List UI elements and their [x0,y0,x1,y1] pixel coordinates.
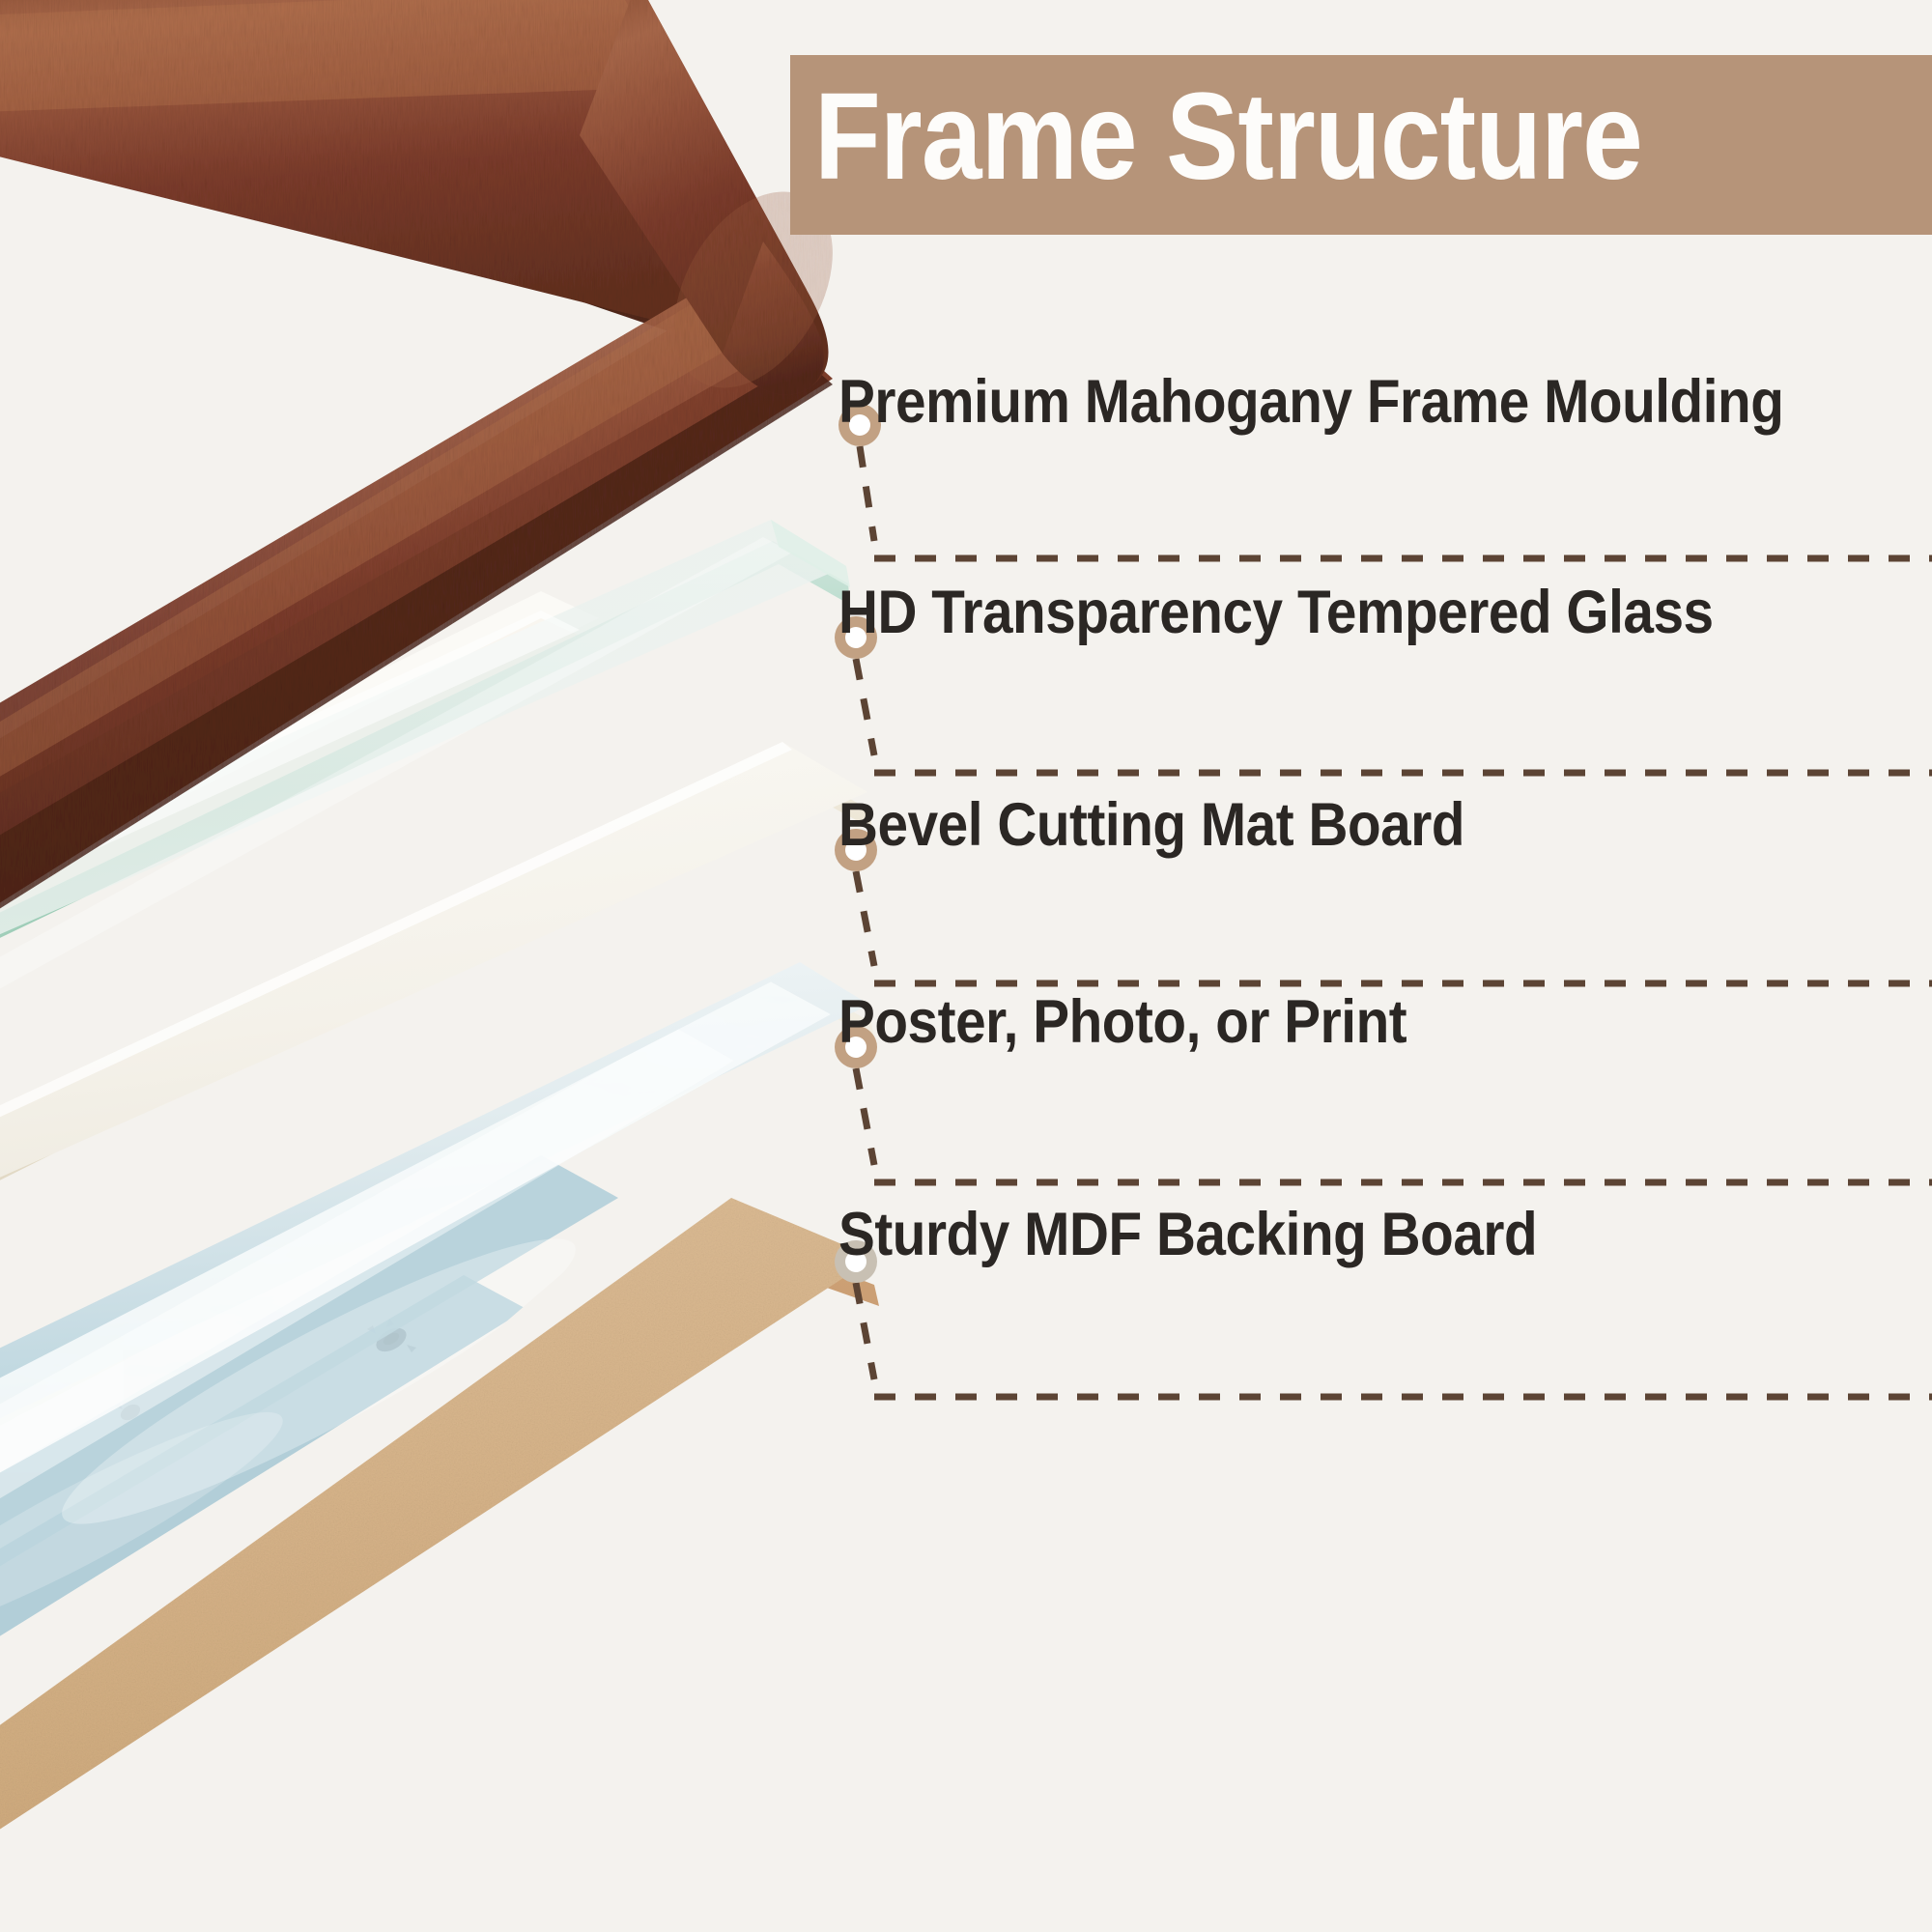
callout-label-mat-board: Bevel Cutting Mat Board [838,791,1465,859]
title-banner: Frame Structure [790,55,1932,235]
marker-dot-mdf-backing[interactable] [835,1240,877,1283]
callout-label-poster-print: Poster, Photo, or Print [838,988,1407,1056]
leader-line-2 [852,870,1932,987]
layer-frame-moulding [0,0,833,909]
page-title: Frame Structure [814,68,1643,206]
leader-line-3 [852,1067,1932,1186]
leader-line-4 [852,1282,1932,1401]
marker-dot-poster-print[interactable] [835,1026,877,1068]
layer-poster-print [0,962,874,1806]
callout-markers [835,404,881,1283]
leader-line-1 [852,658,1932,777]
layer-tempered-glass [0,520,850,989]
callout-label-mdf-backing: Sturdy MDF Backing Board [838,1201,1538,1268]
callout-label-tempered-glass: HD Transparency Tempered Glass [838,579,1714,646]
marker-dot-tempered-glass[interactable] [835,616,877,659]
leader-line-0 [856,445,1932,562]
callout-label-frame-moulding: Premium Mahogany Frame Moulding [838,368,1784,436]
marker-dot-mat-board[interactable] [835,829,877,871]
marker-dot-frame-moulding[interactable] [838,404,881,446]
